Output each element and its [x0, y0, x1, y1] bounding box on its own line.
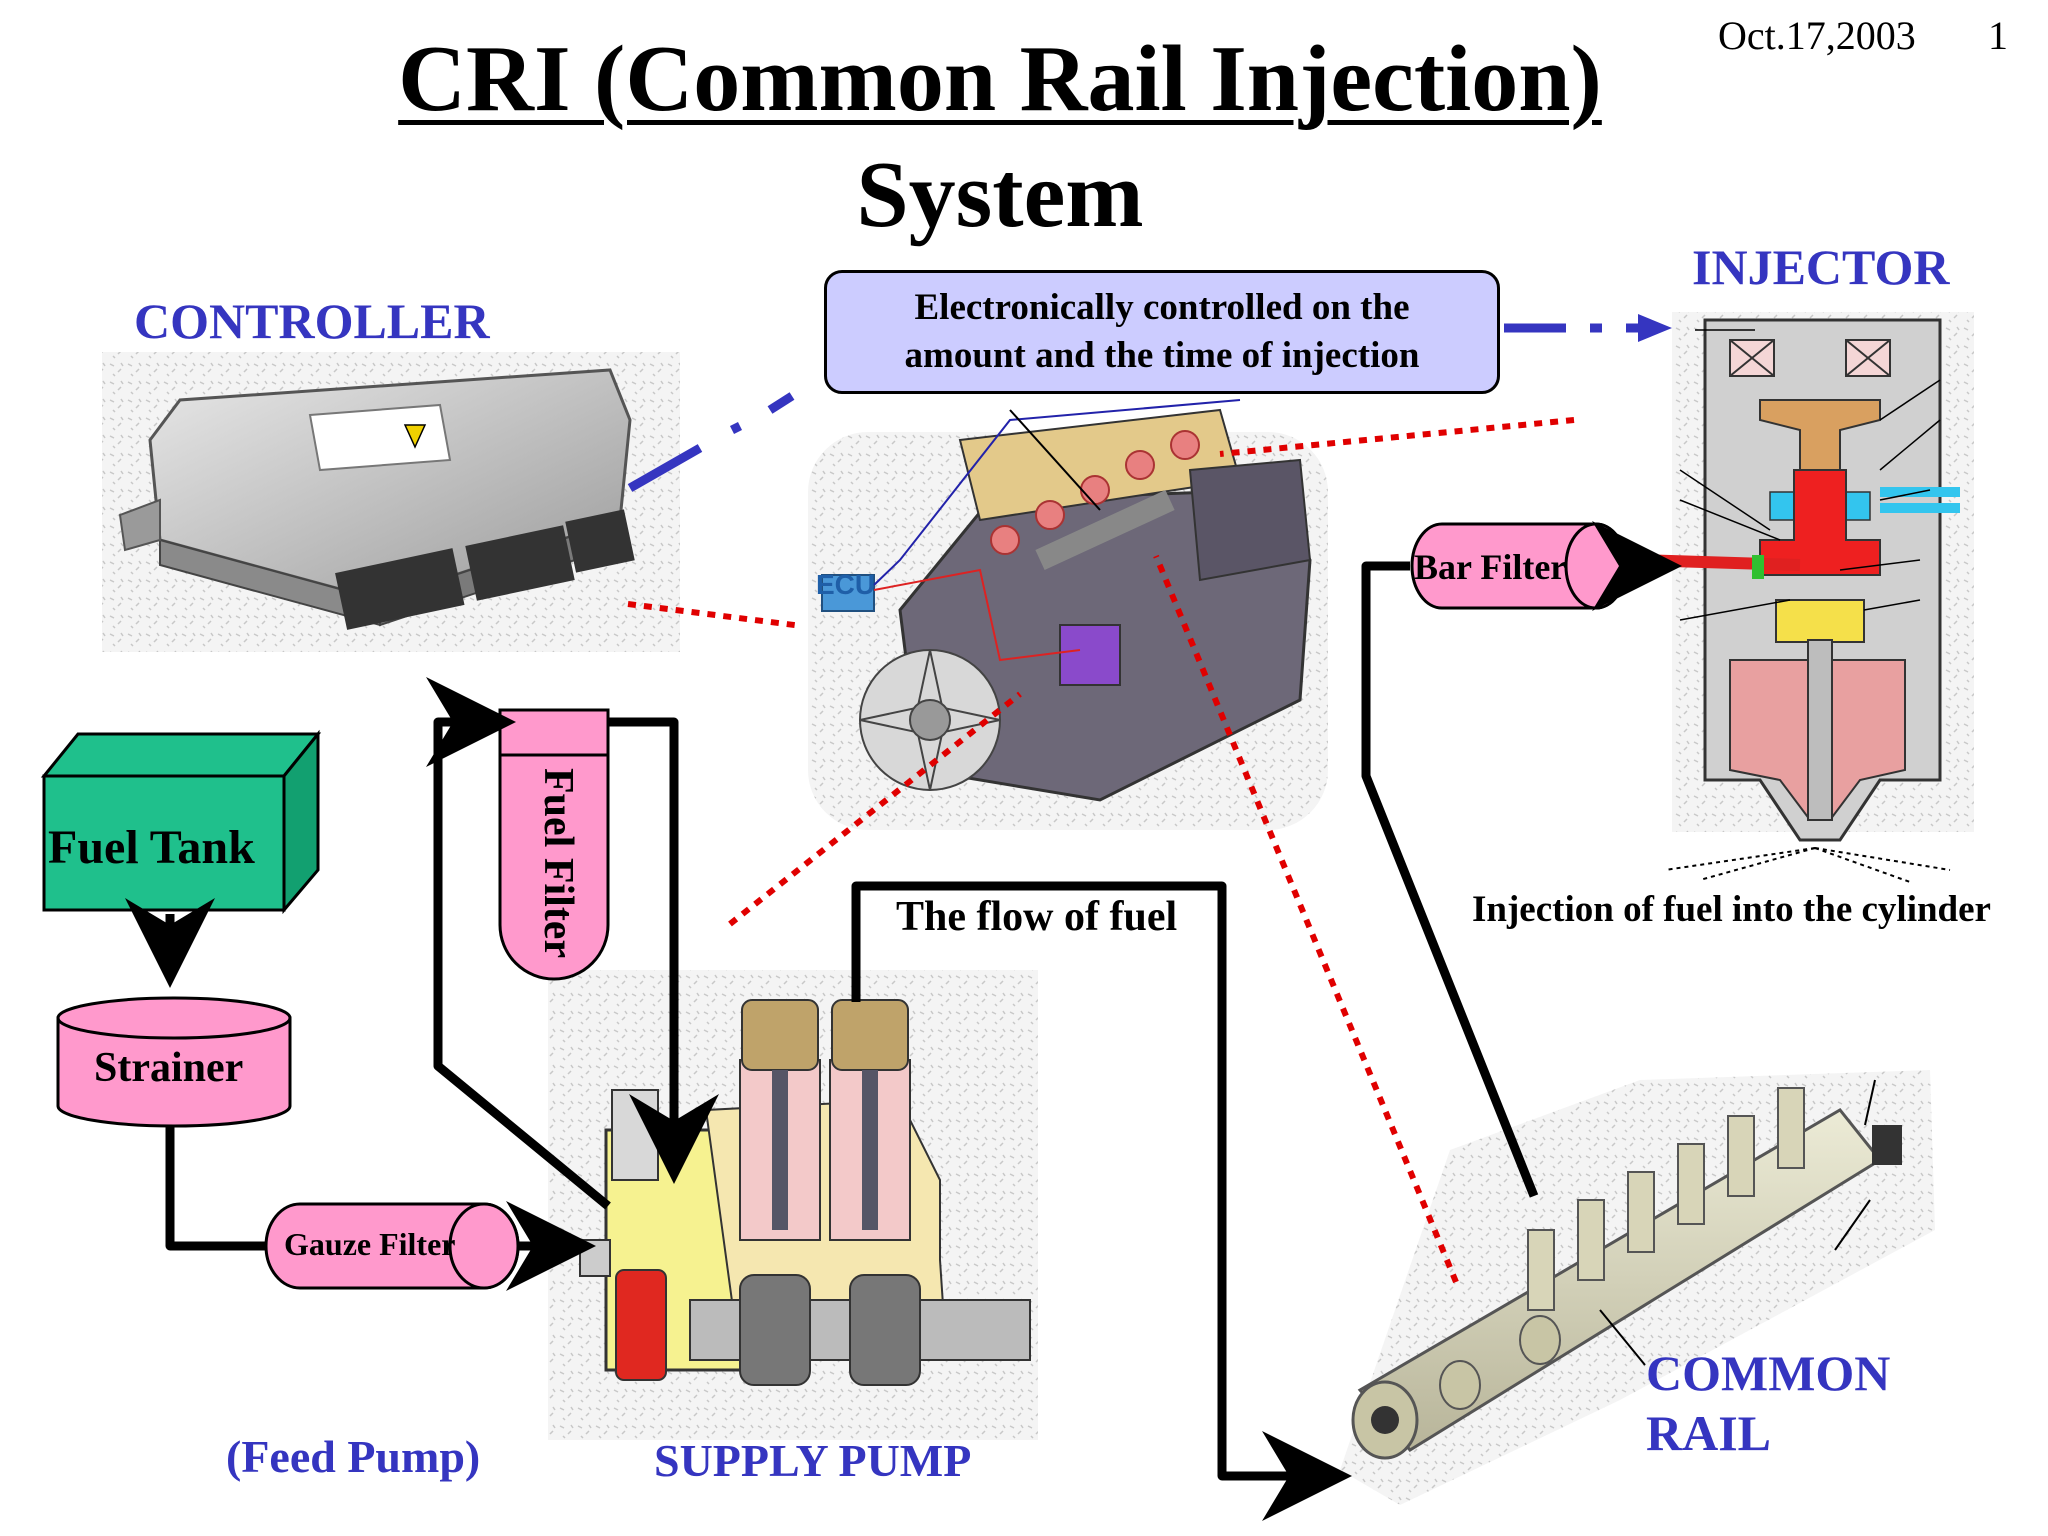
gauze-filter-cylinder — [264, 1202, 520, 1290]
strainer-cylinder — [56, 996, 292, 1128]
supply-pump-label: SUPPLY PUMP — [654, 1435, 972, 1486]
injection-note: Injection of fuel into the cylinder — [1472, 889, 1991, 930]
signal-injector-to-engine — [1219, 417, 1575, 457]
engine-illustration — [821, 399, 1312, 802]
pipe-strainer-to-gauze-filter — [165, 1126, 266, 1251]
callout-line-2: amount and the time of injection — [904, 335, 1420, 376]
signal-pump-to-engine — [728, 691, 1022, 927]
controller-unit-illustration — [118, 368, 635, 630]
ecu-label: ECU — [816, 569, 876, 600]
fuel-filter-capsule — [498, 708, 610, 981]
strainer-label: Strainer — [94, 1045, 244, 1091]
injector-label: INJECTOR — [1692, 239, 1950, 295]
flow-of-fuel-label: The flow of fuel — [896, 894, 1178, 940]
callout-box: Electronically controlled on the amount … — [824, 270, 1500, 394]
injector-illustration — [1639, 318, 1960, 883]
fuel-tank-label: Fuel Tank — [48, 821, 255, 874]
bar-filter-label: Bar Filter — [1414, 547, 1567, 587]
pipe-fuel-filter-to-pump — [608, 717, 719, 1184]
engine-fan-illustration — [859, 649, 1001, 791]
gauze-filter-label: Gauze Filter — [284, 1226, 456, 1262]
pipe-pump-to-fuel-filter — [426, 677, 611, 1210]
fuel-filter-label: Fuel Filter — [535, 768, 581, 959]
pipe-pump-to-common-rail — [851, 881, 1352, 1521]
link-controller-to-callout — [627, 392, 795, 492]
page-title: CRI (Common Rail Injection) — [398, 27, 1602, 131]
date-stamp: Oct.17,2003 — [1718, 13, 1916, 58]
common-rail-illustration — [1351, 1079, 1902, 1460]
feed-pump-label: (Feed Pump) — [226, 1431, 481, 1482]
common-rail-label-line-2: RAIL — [1646, 1405, 1772, 1461]
link-arrowhead — [1638, 314, 1672, 342]
page-subtitle: System — [856, 143, 1144, 247]
common-rail-label-line-1: COMMON — [1646, 1345, 1891, 1401]
pipe-common-rail-to-bar-filter — [1361, 561, 1539, 1198]
signal-rail-to-engine — [1153, 554, 1459, 1284]
spray-lines — [1664, 847, 1951, 883]
controller-label: CONTROLLER — [134, 293, 490, 349]
signal-controller-to-engine — [627, 601, 803, 629]
page-number: 1 — [1988, 13, 2008, 58]
callout-line-1: Electronically controlled on the — [914, 287, 1410, 328]
